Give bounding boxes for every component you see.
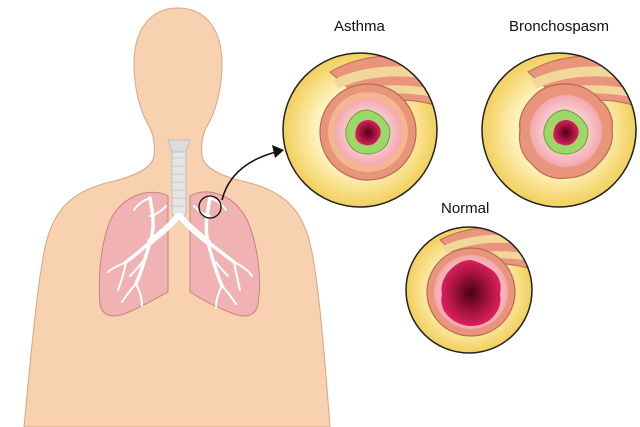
- bronchospasm-cross-section: [482, 53, 640, 207]
- asthma-cross-section: [283, 53, 450, 207]
- bronchospasm-label: Bronchospasm: [509, 18, 609, 35]
- normal-label: Normal: [441, 200, 489, 217]
- asthma-label: Asthma: [334, 18, 386, 35]
- normal-cross-section: [406, 227, 540, 353]
